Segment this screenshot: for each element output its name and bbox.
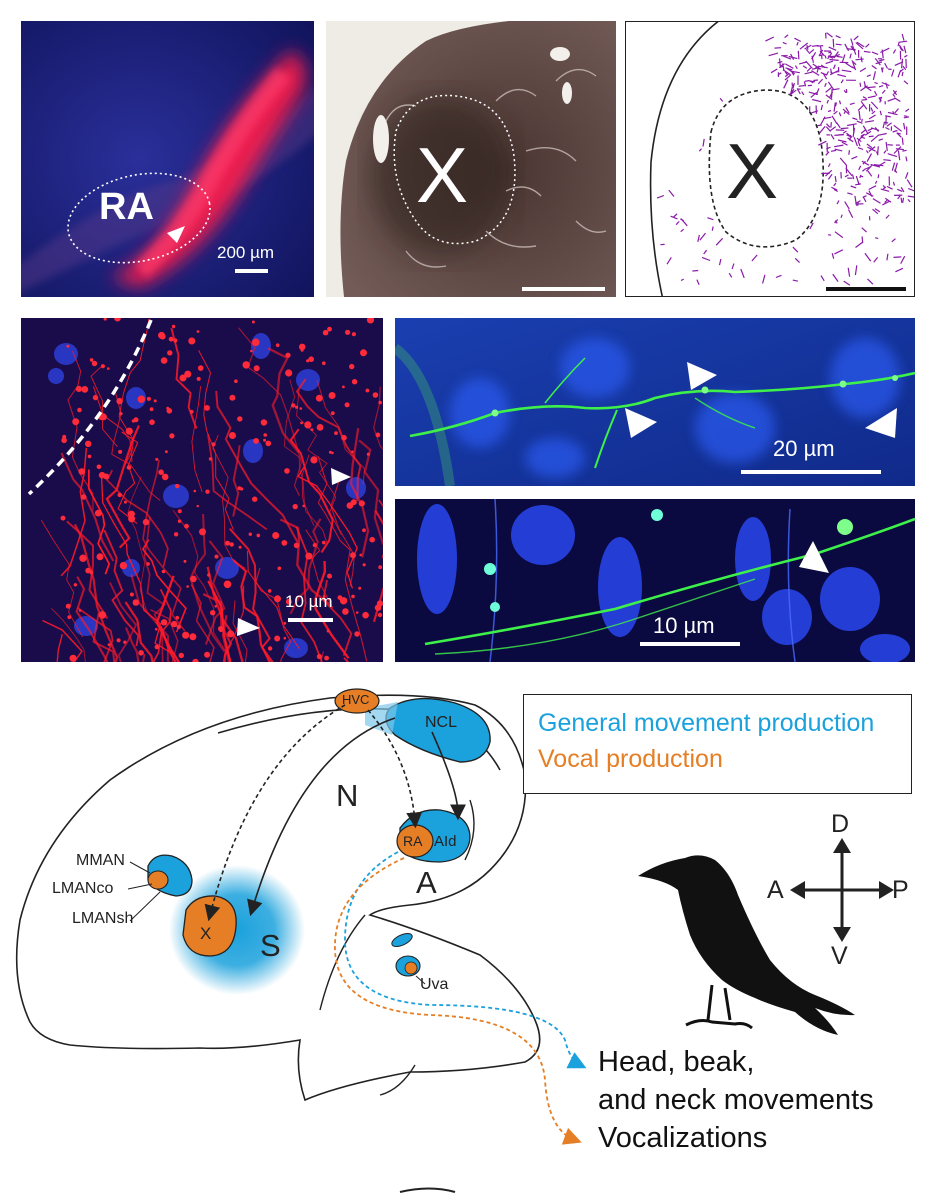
general-output-path: [344, 851, 587, 1069]
red-fiber-network: [40, 318, 383, 662]
panel-green-bottom: 10 µm: [395, 499, 915, 662]
striatum-glow: [169, 865, 305, 995]
x-map-label: X: [726, 127, 779, 215]
vocal-output-path: [334, 857, 582, 1145]
red-fibers-scale-label: 10 µm: [285, 592, 333, 611]
x-outline: [393, 94, 516, 245]
scale-bar: [235, 269, 268, 273]
arrowhead-icon: [625, 408, 657, 438]
lmanco-label: LMANco: [52, 880, 114, 897]
uva-region-top: [391, 933, 413, 947]
green-top-scale-label: 20 µm: [773, 436, 835, 461]
ncl-label: NCL: [425, 714, 458, 731]
a-label: A: [416, 865, 437, 900]
panel-x-stain: X: [326, 21, 616, 297]
panel-ra-fluorescence: RA 200 µm: [21, 21, 314, 297]
vocalizations-label: Vocalizations: [598, 1122, 768, 1154]
uva-region: [395, 955, 421, 977]
ra-scale-label: 200 µm: [217, 243, 275, 262]
purple-fiber-traces: [656, 32, 914, 286]
compass-icon: [790, 838, 894, 942]
scale-bar: [741, 470, 881, 474]
head-movements-line1: Head, beak,: [598, 1046, 755, 1078]
arrowhead-icon: [167, 226, 185, 243]
legend: General movement production Vocal produc…: [523, 694, 912, 794]
panel-red-fibers: 10 µm: [21, 318, 383, 662]
arrowhead-icon: [799, 541, 829, 573]
panel-x-map: X: [625, 21, 915, 297]
ncl-to-aid-projection: [431, 731, 466, 821]
x-region-label: X: [200, 924, 212, 943]
x-stain-label: X: [416, 131, 469, 219]
compass-v-label: V: [831, 942, 848, 970]
arrowhead-icon: [865, 408, 897, 438]
hvc-label: HVC: [342, 692, 370, 707]
ra-label: RA: [99, 186, 154, 228]
x-map-outline: [708, 89, 824, 248]
scale-bar: [288, 618, 333, 622]
mman-label: MMAN: [76, 852, 125, 869]
legend-vocal: Vocal production: [538, 745, 723, 773]
lmansh-label: LMANsh: [72, 910, 134, 927]
scale-bar: [826, 287, 906, 291]
green-axon: [424, 517, 915, 646]
hvc-to-ra-projection: [367, 709, 423, 829]
compass-a-label: A: [767, 876, 784, 904]
arrowhead-icon: [237, 618, 260, 636]
lmanco-region: [147, 870, 169, 890]
arrowhead-icon: [687, 362, 717, 390]
panel-green-top: 20 µm: [395, 318, 915, 486]
legend-general: General movement production: [538, 709, 875, 737]
ra-region-label: RA: [403, 833, 423, 849]
scale-bar: [522, 287, 605, 291]
compass-d-label: D: [831, 810, 850, 838]
ra-outline: [67, 172, 211, 264]
green-bottom-scale-label: 10 µm: [653, 613, 715, 638]
n-label: N: [336, 778, 359, 813]
compass-p-label: P: [892, 876, 909, 904]
aid-label: AId: [434, 833, 457, 850]
head-movements-line2: and neck movements: [598, 1084, 874, 1116]
s-label: S: [260, 928, 281, 963]
uva-label: Uva: [420, 976, 449, 993]
boundary-dashed-line: [27, 319, 153, 496]
ncl-to-s-projection: [247, 717, 396, 917]
lman-region: [147, 854, 193, 897]
scale-bar: [640, 642, 740, 646]
arrowhead-icon: [331, 468, 351, 485]
crow-icon: [638, 855, 855, 1035]
hvc-to-x-projection: [204, 704, 346, 922]
